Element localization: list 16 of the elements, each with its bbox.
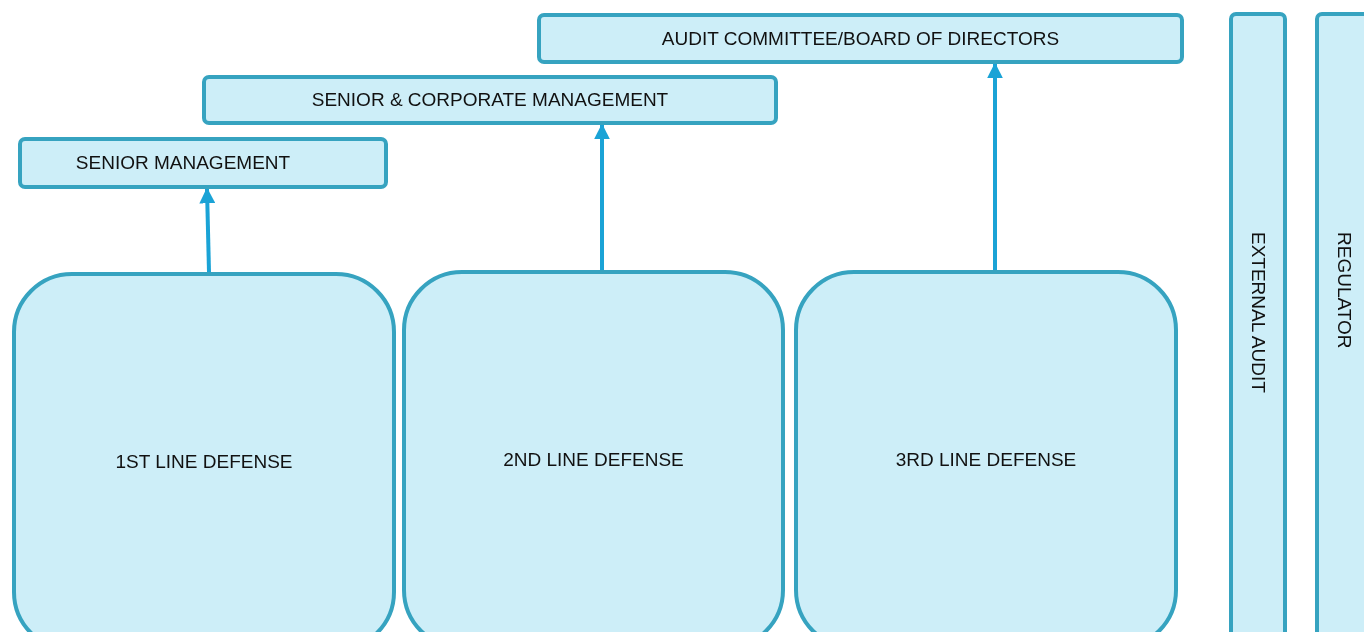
side-panel bbox=[1229, 12, 1287, 632]
box-label: SENIOR MANAGEMENT bbox=[75, 152, 291, 174]
governance-box bbox=[18, 137, 388, 189]
side-panel bbox=[1315, 12, 1364, 632]
box-label: SENIOR & CORPORATE MANAGEMENT bbox=[311, 89, 669, 111]
box-label: 1ST LINE DEFENSE bbox=[115, 451, 293, 473]
box-label: REGULATOR bbox=[1333, 232, 1355, 349]
arrow bbox=[199, 187, 216, 273]
governance-box bbox=[537, 13, 1184, 64]
box-label: 2ND LINE DEFENSE bbox=[503, 449, 684, 471]
box-label: 3RD LINE DEFENSE bbox=[895, 449, 1077, 471]
arrow bbox=[987, 62, 1003, 270]
arrow bbox=[594, 123, 610, 270]
box-label: EXTERNAL AUDIT bbox=[1247, 232, 1269, 393]
box-label: AUDIT COMMITTEE/BOARD OF DIRECTORS bbox=[661, 27, 1060, 50]
governance-box bbox=[202, 75, 778, 125]
